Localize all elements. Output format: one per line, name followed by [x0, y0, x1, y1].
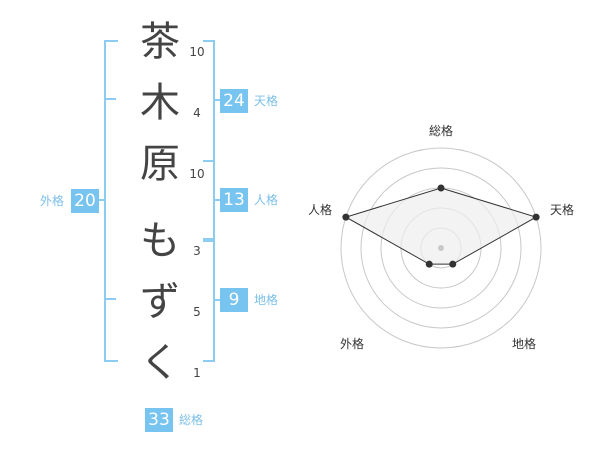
jinkaku-bracket	[203, 160, 215, 242]
radar-point-1	[437, 184, 445, 192]
name-char-1: 茶	[140, 19, 180, 65]
bracket-tick-left-mid1	[104, 98, 116, 100]
tenkaku-bracket-tick	[213, 99, 221, 101]
stroke-count-5: 5	[193, 305, 201, 319]
radar-point-5	[342, 213, 350, 221]
name-char-4: も	[140, 218, 180, 264]
stroke-count-1: 10	[189, 45, 205, 59]
radar-label-tenkaku: 天格	[549, 203, 574, 217]
radar-polygon	[344, 187, 538, 265]
stroke-count-4: 3	[193, 244, 201, 258]
soukaku-label: 総格	[179, 413, 204, 427]
chikaku-bracket-tick	[213, 299, 221, 301]
radar-label-chikaku: 地格	[511, 337, 536, 351]
name-char-3: 原	[140, 141, 180, 187]
stroke-count-2: 4	[193, 106, 201, 120]
name-char-6: く	[140, 340, 180, 386]
name-char-5: ず	[140, 279, 180, 325]
radar-label-soukaku: 総格	[428, 124, 453, 138]
chikaku-score: 9	[220, 288, 248, 312]
radar-point-4	[425, 260, 433, 268]
tenkaku-label: 天格	[254, 94, 279, 108]
gaikaku-label: 外格	[40, 194, 65, 208]
jinkaku-bracket-tick	[213, 199, 221, 201]
stroke-count-6: 1	[193, 366, 201, 380]
bracket-tick-left-mid2	[104, 298, 116, 300]
radar-label-gaikaku: 外格	[339, 337, 364, 351]
name-char-2: 木	[140, 80, 180, 126]
radar-label-jinkaku: 人格	[307, 203, 332, 217]
gaikaku-bracket-tick	[96, 199, 106, 201]
chikaku-label: 地格	[254, 293, 279, 307]
stroke-count-3: 10	[189, 167, 205, 181]
gaikaku-bracket	[104, 40, 118, 362]
radar-point-3	[449, 260, 457, 268]
tenkaku-score: 24	[220, 89, 248, 113]
soukaku-score: 33	[145, 408, 173, 432]
radar-point-2	[532, 213, 540, 221]
radar-center-dot	[438, 245, 444, 251]
radar-ring-5	[340, 147, 542, 349]
jinkaku-label: 人格	[254, 193, 279, 207]
gaikaku-score: 20	[71, 189, 99, 213]
radar-ring-4	[360, 167, 522, 329]
jinkaku-score: 13	[220, 188, 248, 212]
